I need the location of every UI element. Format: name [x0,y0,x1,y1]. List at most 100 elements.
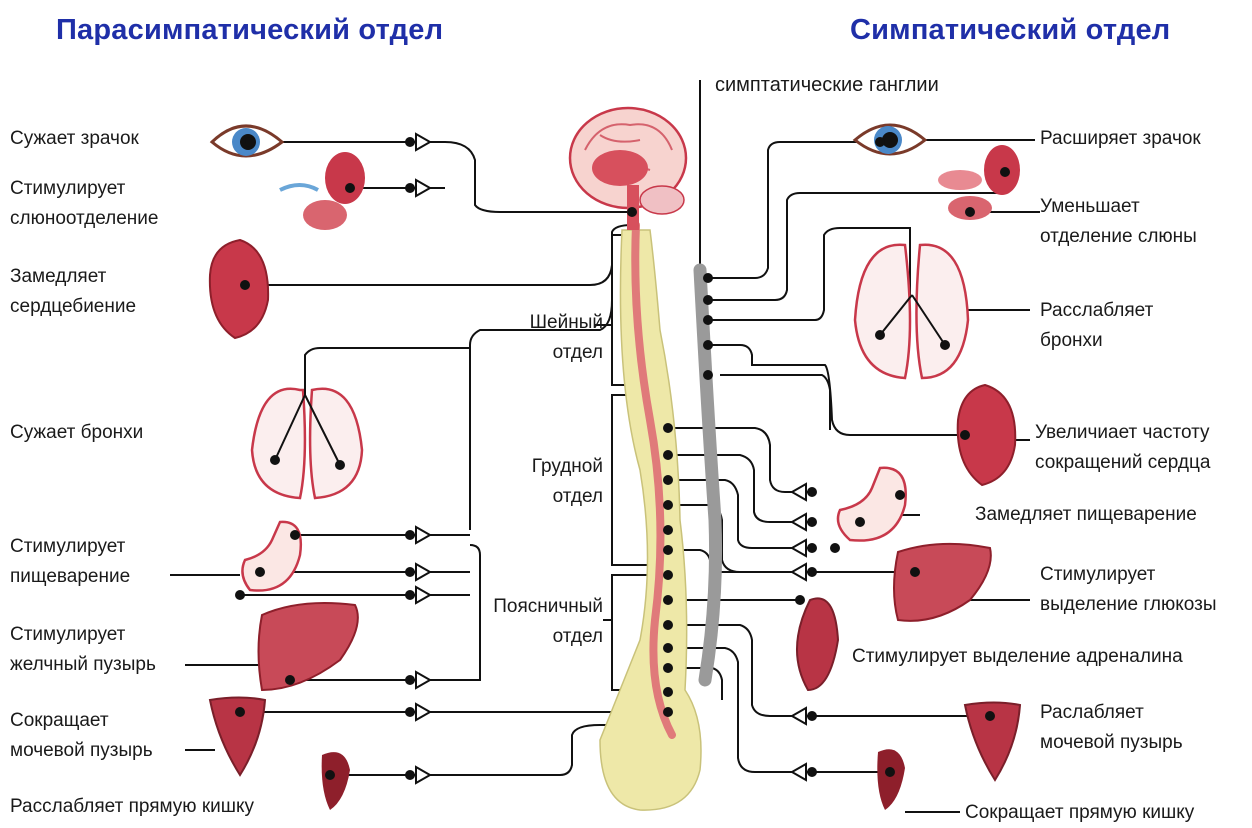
nerve-terminal-dot [1000,167,1010,177]
synapse-triangle [792,764,806,780]
spinal-root-dot [663,687,673,697]
effect-stimulate-glucose: Стимулирует выделение глюкозы [1040,560,1216,620]
effect-contract-bladder: Сокращает мочевой пузырь [10,706,153,766]
nerve-terminal-dot [875,330,885,340]
synapse-dot [405,675,415,685]
synapse-triangle [416,527,430,543]
nerve-terminal-dot [240,280,250,290]
nerve-terminal-dot [290,530,300,540]
nerve-terminal-dot [910,567,920,577]
synapse-dot [807,543,817,553]
nerve-terminal-dot [235,707,245,717]
lungs-left [252,360,362,498]
nerve-heart2-right [720,375,830,430]
synapse-triangle [416,704,430,720]
effect-stimulate-digestion: Стимулирует пищеварение [10,532,130,592]
synapse-dot [807,517,817,527]
nerve-terminal-dot [235,590,245,600]
synapse-triangle [792,708,806,724]
eye-right [855,125,925,154]
effect-contract-rectum: Сокращает прямую кишку [965,798,1194,828]
spinal-root-dot [663,643,673,653]
section-thoracic: Грудной отдел [515,452,603,512]
synapse-dot [405,590,415,600]
spinal-root-dot [663,595,673,605]
synapse-dot [807,487,817,497]
synapse-triangle [792,484,806,500]
nerve-terminal-dot [985,711,995,721]
synapse-triangle [792,564,806,580]
liver-right [894,544,991,621]
nerve-terminal-dot [270,455,280,465]
stomach-right [838,468,906,541]
synapse-triangle [416,767,430,783]
ganglion-dot [703,315,713,325]
effect-slow-heartbeat: Замедляет сердцебиение [10,262,136,322]
nerve-terminal-dot [830,543,840,553]
rectum-right [877,749,905,810]
synapse-triangle [416,180,430,196]
spinal-root-dot [663,707,673,717]
synapse-triangle [416,564,430,580]
effect-slow-digestion: Замедляет пищеварение [975,500,1197,530]
section-cervical: Шейный отдел [515,308,603,368]
spinal-root-dot [663,525,673,535]
nerve-terminal-dot [795,595,805,605]
spinal-root-dot [663,620,673,630]
rectum-left [322,752,350,810]
lungs-right [855,245,968,378]
nerve-terminal-dot [965,207,975,217]
sympathetic-chain [700,270,716,680]
synapse-dot [405,707,415,717]
effect-constrict-bronchi: Сужает бронхи [10,418,143,448]
nerve-terminal-dot [245,137,255,147]
nerve-stomach1-right [668,428,810,492]
nerve-terminal-dot [960,430,970,440]
nerve-eye-right [705,142,880,278]
synapse-dot [807,567,817,577]
liver-left [259,603,358,690]
spinal-root-dot [663,570,673,580]
nerve-heart-left [245,225,632,285]
effect-relax-bladder: Раслабляет мочевой пузырь [1040,698,1183,758]
adrenal-kidney-right [797,598,838,690]
spinal-root-dot [663,500,673,510]
synapse-dot [405,567,415,577]
nerve-terminal-dot [335,460,345,470]
nerve-terminal-dot [940,340,950,350]
ganglion-dot [703,273,713,283]
effect-increase-heart-rate: Увеличиает частоту сокращений сердца [1035,418,1210,478]
synapse-triangle [416,134,430,150]
salivary-glands-right [938,145,1020,220]
nerve-terminal-dot [885,767,895,777]
synapse-triangle [416,587,430,603]
synapse-triangle [416,672,430,688]
ganglion-dot [703,340,713,350]
nerve-liver-right [668,550,915,572]
effect-stimulate-salivation: Стимулирует слюноотделение [10,174,158,234]
synapse-triangle [792,514,806,530]
synapse-dot [807,711,817,721]
synapse-dot [807,767,817,777]
effect-stimulate-gallbladder: Стимулирует желчный пузырь [10,620,156,680]
spinal-root-dot [663,663,673,673]
nerve-terminal-dot [345,183,355,193]
ganglion-dot [703,295,713,305]
effect-relax-rectum: Расслабляет прямую кишку [10,792,254,822]
effect-dilate-pupil: Расширяет зрачок [1040,124,1201,154]
effect-stimulate-adrenaline: Стимулирует выделение адреналина [852,642,1183,672]
spinal-root-dot [663,475,673,485]
synapse-dot [405,183,415,193]
nerve-terminal-dot [855,517,865,527]
synapse-dot [405,530,415,540]
synapse-dot [405,137,415,147]
vertebrae [600,230,701,810]
nerve-lungs-left [305,348,470,380]
spinal-column [600,225,716,810]
effect-relax-bronchi: Расслабляет бронхи [1040,296,1153,356]
nerve-terminal-dot [285,675,295,685]
ganglia-label: симптатические ганглии [715,70,939,100]
ganglion-dot [703,370,713,380]
nerve-terminal-dot [325,770,335,780]
synapse-dot [405,770,415,780]
